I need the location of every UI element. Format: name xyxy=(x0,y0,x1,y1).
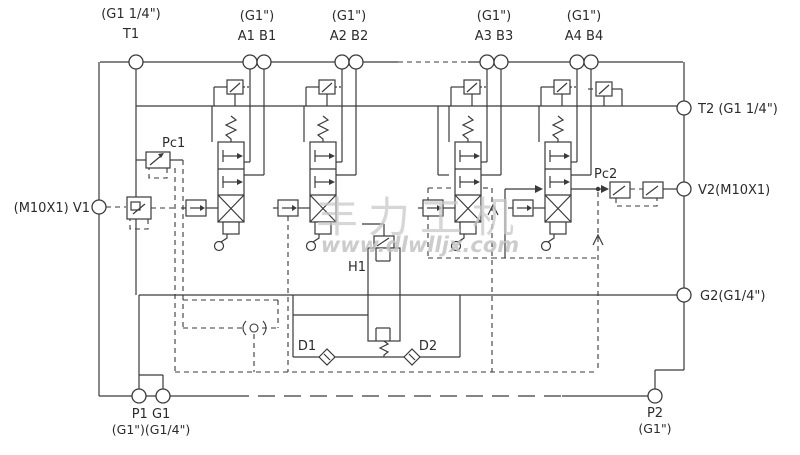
label-a4b4: A4 B4 xyxy=(565,29,604,44)
d1-check-valve xyxy=(318,348,336,366)
pilot-orifice xyxy=(242,320,267,336)
label-g2: G2(G1/4") xyxy=(700,289,765,304)
watermark-cn: 丰力工机 xyxy=(316,193,524,242)
port-t1 xyxy=(128,54,144,70)
port-a1 xyxy=(242,54,258,70)
port-a4 xyxy=(569,54,585,70)
pc1-pilot-valve xyxy=(145,151,171,169)
label-a1b1: A1 B1 xyxy=(238,29,277,44)
label-v2: V2(M10X1) xyxy=(698,183,770,198)
label-p1g1-threads: (G1")(G1/4") xyxy=(112,422,190,437)
label-a2b2: A2 B2 xyxy=(330,29,369,44)
label-a2b2-thread: (G1") xyxy=(332,9,366,24)
port-a3 xyxy=(479,54,495,70)
pc2-v2-relief-valves xyxy=(595,181,664,199)
port-v1 xyxy=(91,199,107,215)
ports xyxy=(91,54,692,404)
v1-relief-valve xyxy=(126,196,152,220)
label-p2: P2 xyxy=(647,406,663,421)
h1-valve xyxy=(367,235,401,357)
port-p1 xyxy=(131,388,147,404)
port-p2 xyxy=(647,388,663,404)
port-labels: (G1 1/4") T1 (G1") A1 B1 (G1") A2 B2 (G1… xyxy=(14,7,778,437)
port-b2 xyxy=(348,54,364,70)
flow-arrows xyxy=(487,185,609,246)
label-a3b3: A3 B3 xyxy=(475,29,514,44)
spool-valve-section-1 xyxy=(180,68,265,252)
label-a3b3-thread: (G1") xyxy=(477,9,511,24)
label-v1: (M10X1) V1 xyxy=(14,201,90,216)
port-g2 xyxy=(676,287,692,303)
label-d2: D2 xyxy=(419,339,437,354)
port-b1 xyxy=(256,54,272,70)
label-a4b4-thread: (G1") xyxy=(567,9,601,24)
label-d1: D1 xyxy=(298,339,316,354)
label-pc1: Pc1 xyxy=(162,136,185,151)
port-a2 xyxy=(334,54,350,70)
d2-check-valve xyxy=(403,348,421,366)
port-t2 xyxy=(676,100,692,116)
port-relief-valve-b4 xyxy=(595,81,623,106)
port-b3 xyxy=(493,54,509,70)
label-h1: H1 xyxy=(348,260,366,275)
label-t2: T2 (G1 1/4") xyxy=(697,102,778,117)
watermark: 丰力工机 www.dlwlljx.com xyxy=(316,193,524,257)
port-g1 xyxy=(155,388,171,404)
label-a1b1-thread: (G1") xyxy=(240,9,274,24)
label-p1g1: P1 G1 xyxy=(132,407,171,422)
label-t1: T1 xyxy=(122,27,139,42)
watermark-url: www.dlwlljx.com xyxy=(321,233,519,257)
label-t1-thread: (G1 1/4") xyxy=(101,7,161,22)
label-p2-thread: (G1") xyxy=(638,421,671,436)
label-pc2: Pc2 xyxy=(594,167,617,182)
port-b4 xyxy=(583,54,599,70)
port-v2 xyxy=(676,181,692,197)
